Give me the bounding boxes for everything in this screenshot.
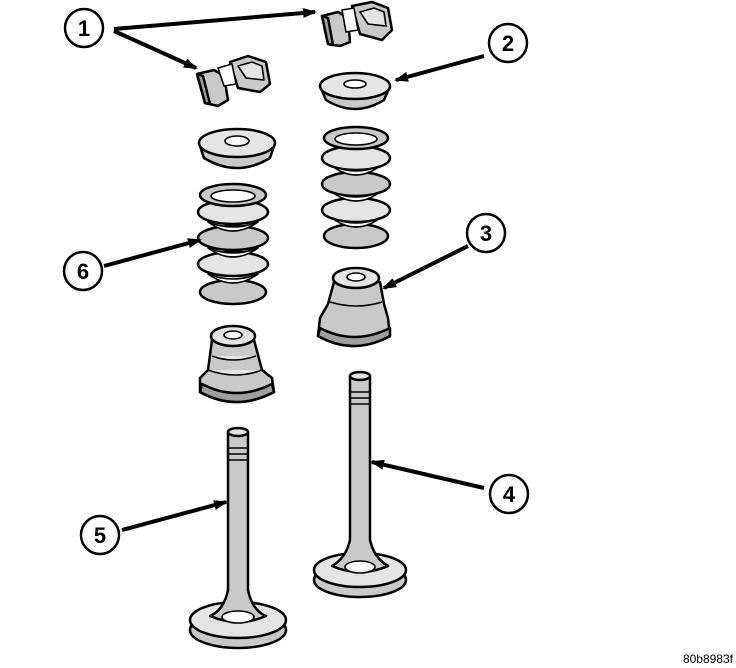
figure-code: 80b8983f [683, 652, 734, 666]
callout-5: 5 [79, 514, 121, 556]
callout-1-number: 1 [78, 16, 90, 41]
callout-1: 1 [63, 7, 105, 49]
valve-spring-left [196, 182, 270, 306]
valve-spring-retainer-left [197, 127, 277, 170]
valve-spring-right [320, 125, 392, 250]
callout-5-number: 5 [94, 523, 106, 548]
arrow-4 [370, 459, 485, 490]
valve-keeper-left [195, 54, 272, 108]
callout-3: 3 [465, 212, 507, 254]
callout-4: 4 [488, 473, 530, 515]
valve-keeper-right [320, 0, 394, 48]
valve-spring-retainer-right [318, 71, 392, 111]
arrow-1-to-left-keeper [113, 29, 198, 70]
arrow-6 [103, 238, 202, 268]
valve-right [312, 370, 408, 599]
callout-4-number: 4 [503, 482, 516, 507]
arrow-5 [121, 500, 228, 532]
callout-3-number: 3 [480, 221, 492, 246]
valve-stem-seal-right [316, 266, 392, 348]
valve-left [188, 426, 288, 650]
arrow-2 [394, 54, 485, 82]
callout-6-number: 6 [77, 259, 89, 284]
valve-stem-seal-left [198, 324, 276, 404]
arrow-1-to-right-keeper [113, 8, 317, 31]
arrow-3 [382, 244, 469, 290]
callout-arrows [103, 8, 485, 532]
callout-6: 6 [62, 250, 104, 292]
callout-2: 2 [487, 22, 529, 64]
callout-2-number: 2 [502, 31, 514, 56]
